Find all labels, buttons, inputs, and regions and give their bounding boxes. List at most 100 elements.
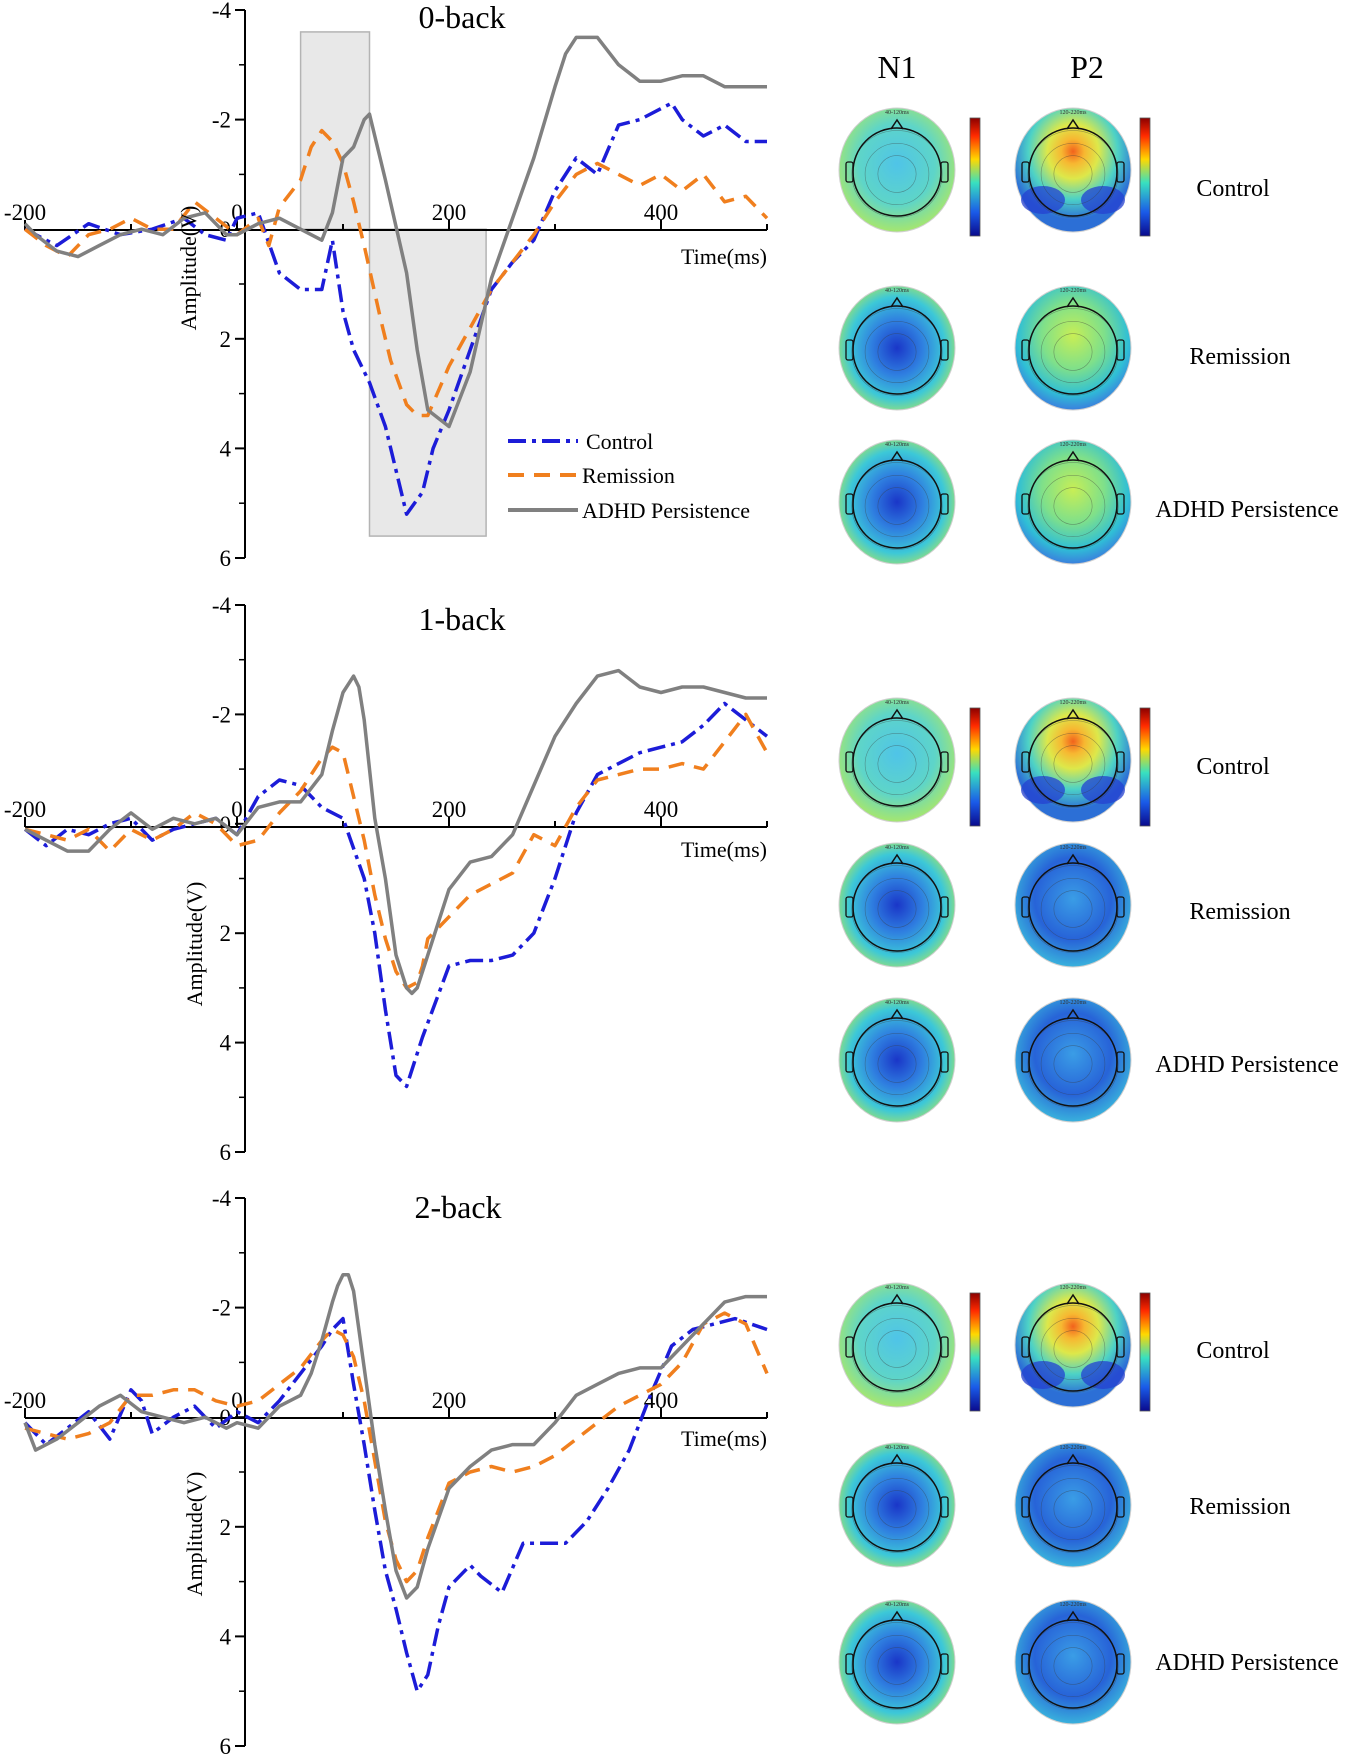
y-tick-label: -4 [212,593,232,618]
topomap-contour [851,720,943,808]
ear-right-outline [1116,1496,1125,1518]
row-label-control-0: Control [1196,176,1270,202]
ear-right-outline [940,493,949,515]
topomap-contour [1027,308,1119,396]
topomap-n1-row-4: 40-120ms [838,842,956,968]
topomap-window-label: 120-220ms [1060,1602,1088,1608]
colorbar-n1-0 [969,117,981,237]
ear-left-outline [845,751,854,773]
legend-label-remission: Remission [582,463,675,488]
x-axis-label: Time(ms) [681,1426,767,1451]
legend-label-adhd: ADHD Persistence [582,498,750,523]
series-adhd-persistence [23,35,767,429]
topomap-contour [877,155,917,193]
nose-outline [890,1293,904,1305]
row-label-remission-2: Remission [1189,1494,1290,1520]
topomap-contour [1053,487,1093,525]
topomap-contour [1027,462,1119,550]
series-remission [24,1311,769,1584]
x-tick-label: -200 [4,200,46,225]
topomap-grid: 40-120ms 120-220ms 40-120ms 120-220ms 40-120… [838,107,1151,1725]
nose-outline [1066,1293,1080,1305]
topomap-contour [864,1478,930,1540]
topomap-contour [877,1647,917,1685]
row-label-control-1: Control [1196,754,1270,780]
topomap-contour [851,308,943,396]
topomap-scalp [838,285,956,411]
topomap-contour [877,890,917,928]
ear-right-outline [1116,1336,1125,1358]
x-axis-label: Time(ms) [681,244,767,269]
y-tick-label: -2 [212,108,231,133]
topomap-scalp [1014,1282,1132,1408]
topomap-contour [1040,1478,1106,1540]
column-header-n1: N1 [877,49,916,85]
series-control [23,1316,768,1693]
topomap-window-label: 120-220ms [1060,1000,1088,1006]
topomap-contour [877,1490,917,1528]
topomap-contour [1040,1033,1106,1095]
highlight-window-1 [368,228,487,537]
nose-outline [1066,1453,1080,1465]
y-axis-label: Amplitude(V) [176,206,201,331]
highlight-windows [299,31,487,537]
y-tick-label: -4 [212,0,232,23]
series-lines [23,35,769,516]
series-adhd-persistence [23,1272,767,1600]
x-tick-label: 200 [432,200,467,225]
topomap-window-label: 120-220ms [1060,1445,1088,1451]
ear-right-outline [1116,1051,1125,1073]
ear-left-outline [845,1653,854,1675]
topomap-window-label: 120-220ms [1060,1285,1088,1291]
row-label-adhd-1: ADHD Persistence [1155,1052,1338,1078]
ear-left-outline [845,1051,854,1073]
topomap-contour [864,143,930,205]
ear-right-outline [940,896,949,918]
y-tick-label: 2 [220,327,232,352]
nose-outline [890,1610,904,1622]
ear-right-outline [940,751,949,773]
topomap-window-label: 40-120ms [885,442,910,448]
ear-left-outline [1021,493,1030,515]
topomap-contour [851,462,943,550]
chart-title: 2-back [414,1189,501,1225]
topomap-scalp [838,842,956,968]
topomap-contour [1040,878,1106,940]
nose-outline [1066,853,1080,865]
nose-outline [1066,118,1080,130]
topomap-window-label: 120-220ms [1060,700,1088,706]
x-tick-label: 0 [231,1388,243,1413]
topomap-contour [1053,333,1093,371]
topomap-contour [864,733,930,795]
topomap-window-label: 40-120ms [885,700,910,706]
nose-outline [890,708,904,720]
y-tick-label: 2 [220,1515,232,1540]
topomap-p2-row-7: 120-220ms [1014,1442,1132,1568]
topomap-contour [877,333,917,371]
topomap-scalp [1014,1442,1132,1568]
ear-left-outline [1021,896,1030,918]
topomap-contour [1053,890,1093,928]
topomap-contour [851,130,943,218]
topomap-contour [1053,745,1093,783]
topomap-contour [1053,1045,1093,1083]
colorbar-p2-0 [1139,117,1151,237]
nose-outline [1066,450,1080,462]
topomap-contour [1040,1318,1106,1380]
topomap-n1-row-6: 40-120ms [838,1282,956,1408]
topomap-contour [1053,1330,1093,1368]
topomap-contour [1027,1622,1119,1710]
topomap-contour [1027,1305,1119,1393]
topomap-contour [1027,865,1119,953]
topomap-contour [1040,143,1106,205]
x-tick-label: 200 [432,797,467,822]
legend: Control Remission ADHD Persistence [508,429,750,523]
y-tick-label: -2 [212,702,231,727]
topomap-contour [1040,1635,1106,1697]
row-label-remission-0: Remission [1189,344,1290,370]
topomap-contour [1040,475,1106,537]
nose-outline [890,1008,904,1020]
ear-right-outline [940,339,949,361]
